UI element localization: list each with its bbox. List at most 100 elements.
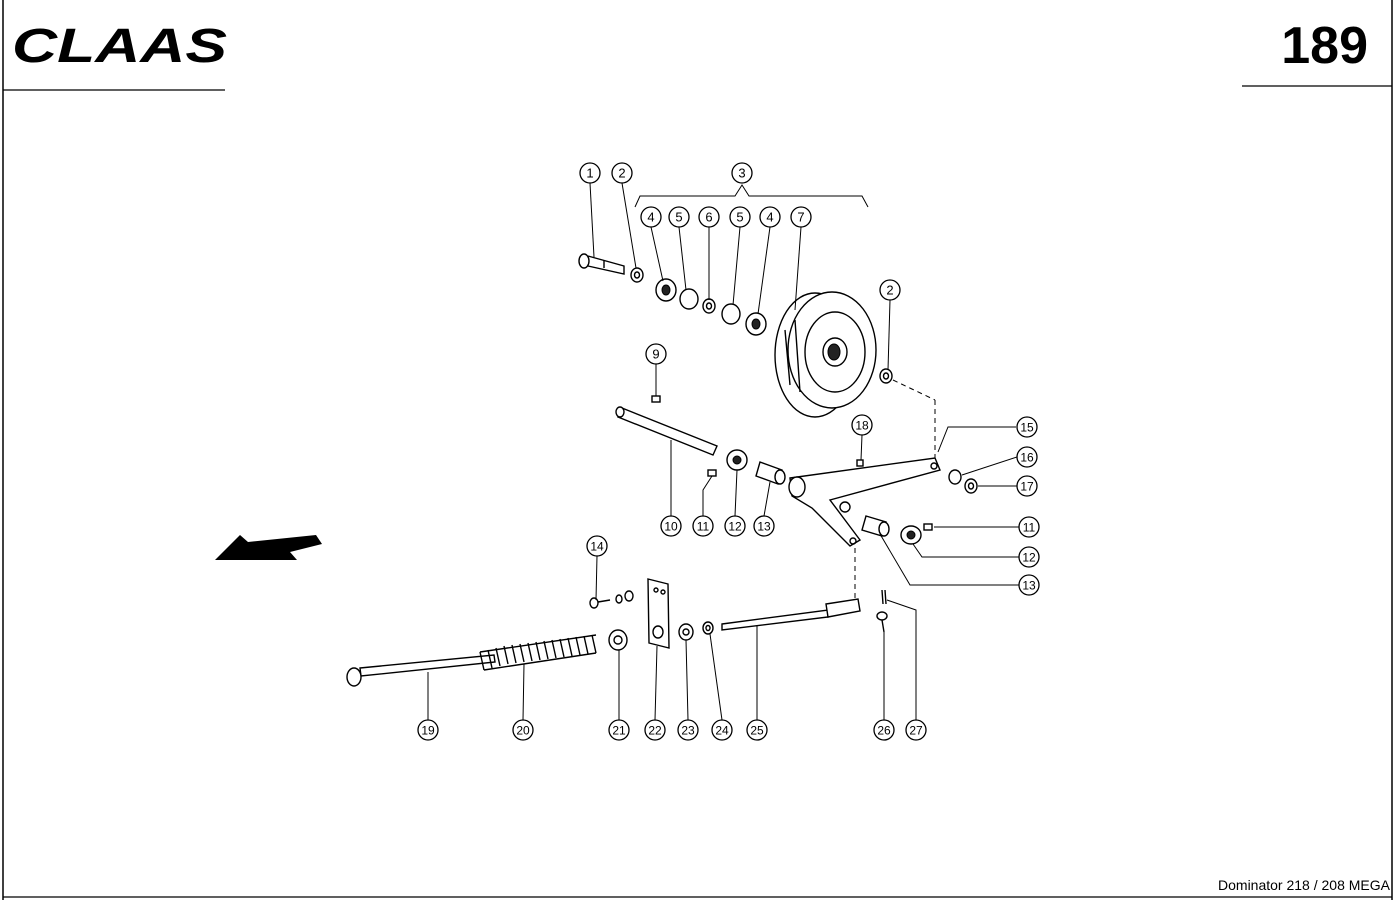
callout-circle <box>417 719 439 741</box>
callout-circle <box>851 414 873 436</box>
grease-nipple-part-2 <box>707 469 717 477</box>
callout-18: 18 <box>851 414 873 436</box>
callout-label: 21 <box>612 724 626 738</box>
nut-part-2 <box>879 368 893 384</box>
callout-5: 5 <box>668 206 690 228</box>
sleeve-part-2 <box>861 515 890 537</box>
callout-13: 13 <box>753 515 775 537</box>
callout-circle <box>753 515 775 537</box>
callout-circle <box>879 279 901 301</box>
callout-20: 20 <box>512 719 534 741</box>
callout-label: 23 <box>681 724 695 738</box>
callout-21: 21 <box>608 719 630 741</box>
callout-11: 11 <box>692 515 714 537</box>
callout-26: 26 <box>873 719 895 741</box>
callout-circle <box>873 719 895 741</box>
callout-label: 7 <box>797 210 804 225</box>
callout-circle <box>645 343 667 365</box>
bearing-part <box>655 278 677 302</box>
callout-label: 5 <box>675 210 682 225</box>
callout-circle <box>746 719 768 741</box>
page-number: 189 <box>1281 17 1368 75</box>
washer-part-2 <box>678 623 694 641</box>
callout-label: 4 <box>766 210 773 225</box>
callout-4: 4 <box>759 206 781 228</box>
callout-label: 13 <box>1022 579 1036 593</box>
callout-12: 12 <box>724 515 746 537</box>
washer-part <box>948 469 962 485</box>
nut-part-4 <box>702 621 714 635</box>
callout-2: 2 <box>611 162 633 184</box>
callout-circle <box>1016 446 1038 468</box>
nut-part <box>630 267 644 283</box>
small-bolt-part <box>589 590 634 609</box>
model-label: Dominator 218 / 208 MEGA <box>1218 877 1391 893</box>
callout-label: 4 <box>647 210 654 225</box>
large-washer-part <box>608 629 628 651</box>
spring-part <box>479 634 597 671</box>
callout-label: 17 <box>1020 480 1034 494</box>
callout-label: 19 <box>421 724 435 738</box>
clevis-pin-part <box>876 611 888 633</box>
callout-circle <box>640 206 662 228</box>
brand-logo: CLAAS <box>12 20 227 73</box>
callout-label: 13 <box>757 520 771 534</box>
callout-circle <box>608 719 630 741</box>
callout-circle <box>692 515 714 537</box>
callout-circle <box>1018 574 1040 596</box>
grease-nipple-part-3 <box>923 523 933 531</box>
callout-5: 5 <box>729 206 751 228</box>
callout-label: 11 <box>1023 521 1036 535</box>
bolt-part <box>578 253 625 275</box>
callout-label: 14 <box>590 540 604 554</box>
nut-part-3 <box>964 478 978 494</box>
callout-label: 9 <box>652 347 659 362</box>
circlip-part-2 <box>721 303 741 325</box>
split-pin-part <box>881 589 887 605</box>
bush-part <box>726 449 748 471</box>
callout-label: 2 <box>886 283 893 298</box>
plate-part <box>647 578 670 649</box>
pin-part <box>856 459 864 467</box>
callout-14: 14 <box>586 535 608 557</box>
callout-circle <box>579 162 601 184</box>
callout-circle <box>1018 516 1040 538</box>
callout-label: 16 <box>1020 451 1034 465</box>
callout-circle <box>759 206 781 228</box>
spring-rod-part <box>346 654 496 687</box>
leader-lines <box>427 182 1019 721</box>
callout-label: 1 <box>586 166 593 181</box>
callout-1: 1 <box>579 162 601 184</box>
callout-circle <box>1016 416 1038 438</box>
callout-4: 4 <box>640 206 662 228</box>
callout-label: 20 <box>516 724 530 738</box>
callout-circle <box>660 515 682 537</box>
callout-10: 10 <box>660 515 682 537</box>
callout-label: 3 <box>738 166 745 181</box>
callout-label: 11 <box>697 520 710 534</box>
callout-12: 12 <box>1018 546 1040 568</box>
callout-label: 12 <box>728 520 742 534</box>
callout-19: 19 <box>417 719 439 741</box>
callout-label: 2 <box>618 166 625 181</box>
tension-arm-part <box>788 457 941 547</box>
callout-25: 25 <box>746 719 768 741</box>
part-drawings <box>346 253 978 687</box>
callout-7: 7 <box>790 206 812 228</box>
callout-label: 5 <box>736 210 743 225</box>
callout-15: 15 <box>1016 416 1038 438</box>
callout-circle <box>724 515 746 537</box>
callout-9: 9 <box>645 343 667 365</box>
tension-rod-part <box>721 598 861 631</box>
callout-22: 22 <box>644 719 666 741</box>
callout-circle <box>790 206 812 228</box>
callout-circle <box>644 719 666 741</box>
callout-circle <box>731 162 753 184</box>
sleeve-part <box>755 461 786 485</box>
callout-label: 12 <box>1022 551 1036 565</box>
callout-circle <box>729 206 751 228</box>
callout-24: 24 <box>711 719 733 741</box>
callout-11: 11 <box>1018 516 1040 538</box>
